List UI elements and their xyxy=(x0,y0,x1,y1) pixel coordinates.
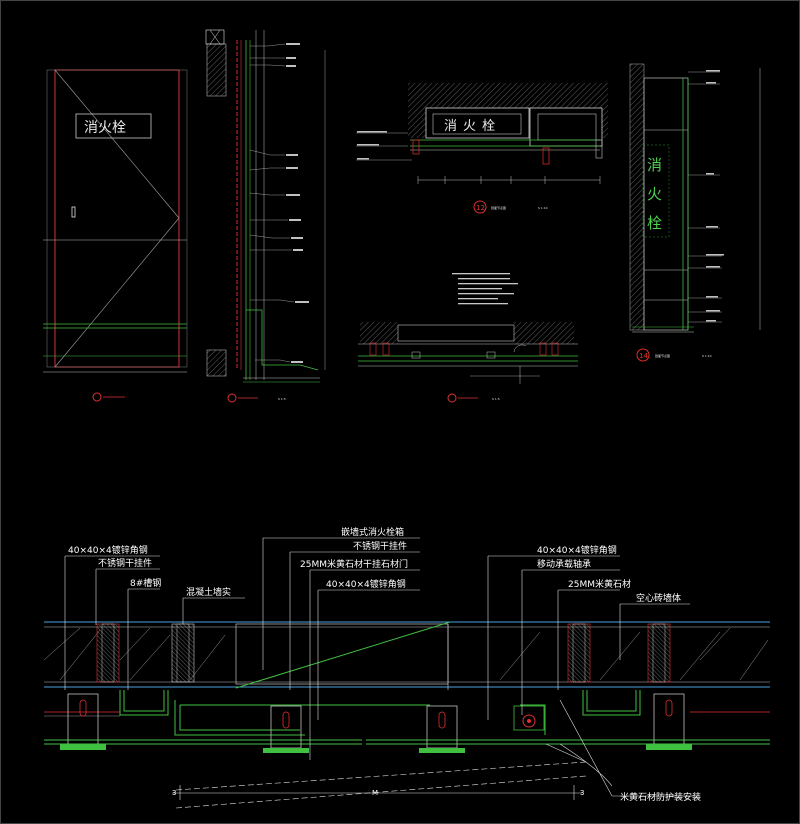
callout-14 xyxy=(636,348,650,362)
callout-12-scale: S 1:10 xyxy=(538,206,548,210)
label-stone-door: 25MM米黄石材干挂石材门 xyxy=(300,558,408,570)
callout-14-title: 剖面节点图 xyxy=(655,353,670,358)
sign-char-huo: 火 xyxy=(647,185,662,203)
label-ss-pendant: 不锈钢干挂件 xyxy=(98,557,152,569)
callout-circle-4 xyxy=(447,393,457,403)
hinge-marker xyxy=(522,714,536,728)
callout-14-num: 14 xyxy=(639,352,648,360)
label-hydrant-box: 嵌墙式消火栓箱 xyxy=(341,526,404,538)
label-steel-top-left: 40×40×4镀锌角钢 xyxy=(68,544,148,556)
label-hollow-wall: 空心砖墙体 xyxy=(636,592,681,604)
scale-label-4: S 1:5 xyxy=(492,397,500,401)
plan-leaders xyxy=(64,537,700,797)
section-door-bottom: S 1:5 xyxy=(358,322,578,403)
callout-14-scale: S 1:10 xyxy=(702,354,712,358)
callout-circle-1 xyxy=(92,392,102,402)
section-12: 消火栓 12 剖面节点图 S 1:10 xyxy=(356,83,608,214)
vertical-section: S 1:5 xyxy=(205,29,326,403)
callout-12-num: 12 xyxy=(476,204,485,212)
scale-label-2: S 1:5 xyxy=(278,397,286,401)
callout-circle-2 xyxy=(227,393,237,403)
label-hinge: 移动承载轴承 xyxy=(537,558,591,570)
plan-labels: 40×40×4镀锌角钢 不锈钢干挂件 8#槽钢 混凝土墙实 嵌墙式消火栓箱 不锈… xyxy=(68,526,701,803)
callout-12 xyxy=(473,200,487,214)
label-steel-mid: 40×40×4镀锌角钢 xyxy=(326,578,406,590)
notes-block xyxy=(452,273,518,305)
label-stone-right: 25MM米黄石材 xyxy=(568,578,631,590)
label-concrete: 混凝土墙实 xyxy=(186,586,231,598)
door-sign-text: 消火栓 xyxy=(84,120,126,136)
label-door-protect: 米黄石材防护装安装 xyxy=(620,791,701,803)
callout-12-title: 剖面节点图 xyxy=(491,205,506,210)
section12-sign-text: 消火栓 xyxy=(444,119,501,134)
sign-char-shuan: 栓 xyxy=(647,214,662,232)
label-ss-pendant-2: 不锈钢干挂件 xyxy=(353,540,407,552)
door-elevation: 消火栓 xyxy=(43,69,188,402)
dim-left: 3 xyxy=(172,789,176,797)
dim-right: 3 xyxy=(580,789,584,797)
sign-char-xiao: 消 xyxy=(647,156,662,174)
label-channel-8: 8#槽钢 xyxy=(130,577,161,589)
label-steel-right: 40×40×4镀锌角钢 xyxy=(537,544,617,556)
dim-mid: M xyxy=(372,789,378,797)
section-14: 消 火 栓 14 剖面节点图 xyxy=(629,63,761,362)
plan-section: 3 M 3 xyxy=(43,621,770,809)
